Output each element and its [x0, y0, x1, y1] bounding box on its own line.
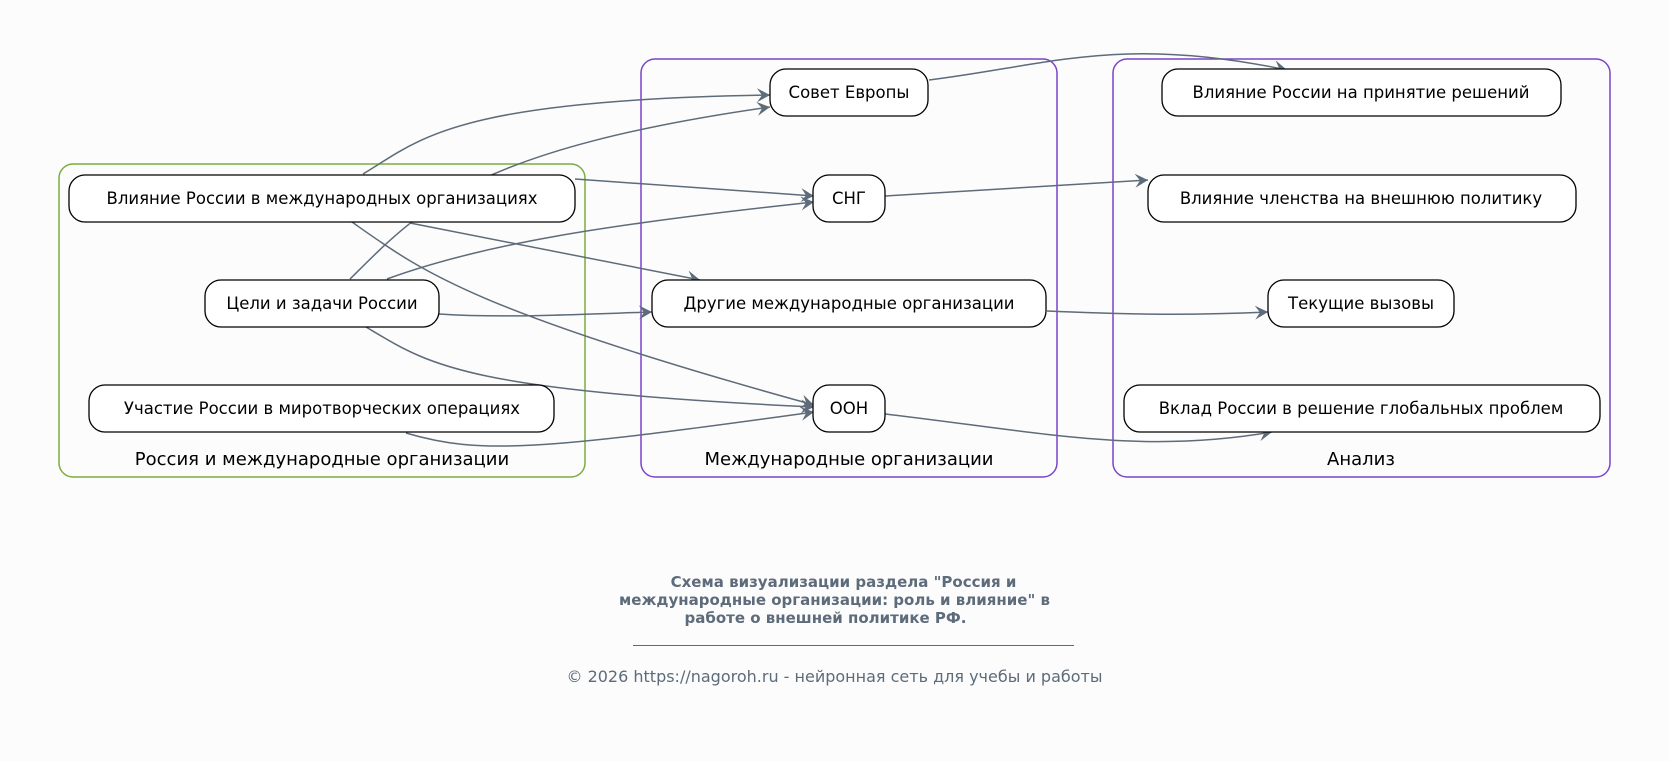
- cluster-orgs-label: Международные организации: [704, 449, 993, 470]
- edge-influence-to-coe: [362, 88, 771, 175]
- edge-influence-to-other: [409, 222, 701, 285]
- edge-influence-to-un: [351, 221, 815, 409]
- node-other-orgs[interactable]: Другие международные организации: [651, 279, 1047, 328]
- node-peacekeeping-label: Участие России в миротворческих операция…: [124, 399, 520, 418]
- node-coe-label: Совет Европы: [789, 83, 910, 102]
- cluster-analysis: Анализ: [1112, 58, 1611, 478]
- edge-influence-to-cis: [574, 178, 815, 203]
- edge-cis-to-membership: [884, 173, 1149, 197]
- node-global-contribution[interactable]: Вклад России в решение глобальных пробле…: [1123, 384, 1601, 433]
- edge-goals-to-cis: [386, 196, 815, 280]
- cluster-analysis-border: [1112, 58, 1611, 478]
- cluster-russia-label: Россия и международные организации: [135, 449, 509, 470]
- node-challenges-label: Текущие вызовы: [1287, 294, 1434, 313]
- node-coe[interactable]: Совет Европы: [769, 68, 929, 117]
- cluster-russia-border: [58, 163, 586, 478]
- diagram-canvas: Россия и международные организации Между…: [58, 52, 1611, 478]
- node-goals-label: Цели и задачи России: [226, 294, 417, 313]
- node-membership-influence-label: Влияние членства на внешнюю политику: [1180, 189, 1543, 208]
- edge-peacekeeping-to-un: [405, 406, 815, 447]
- edge-goals-to-other: [438, 305, 653, 320]
- copyright-text: © 2026 https://nagoroh.ru - нейронная се…: [566, 667, 1103, 686]
- node-decision-influence-label: Влияние России на принятие решений: [1193, 83, 1530, 102]
- caption-title-line-2: международные организации: роль и влияни…: [619, 591, 1050, 609]
- caption-divider: [633, 645, 1074, 646]
- edge-coe-to-decision: [928, 52, 1288, 81]
- edge-un-to-global: [884, 413, 1273, 443]
- node-peacekeeping[interactable]: Участие России в миротворческих операция…: [88, 384, 555, 433]
- caption-title-line-3: работе о внешней политике РФ.: [684, 609, 967, 627]
- node-un[interactable]: ООН: [812, 384, 886, 433]
- node-decision-influence[interactable]: Влияние России на принятие решений: [1161, 68, 1562, 117]
- node-influence-in-orgs[interactable]: Влияние России в международных организац…: [68, 174, 576, 223]
- cluster-analysis-label: Анализ: [1327, 449, 1395, 470]
- edge-other-to-challenges: [1046, 305, 1269, 320]
- edge-goals-to-un: [365, 326, 815, 414]
- node-other-orgs-label: Другие международные организации: [683, 294, 1014, 313]
- cluster-russia: Россия и международные организации: [58, 163, 586, 478]
- node-challenges[interactable]: Текущие вызовы: [1267, 279, 1455, 328]
- node-cis[interactable]: СНГ: [812, 174, 886, 223]
- node-cis-label: СНГ: [832, 189, 866, 208]
- node-global-contribution-label: Вклад России в решение глобальных пробле…: [1159, 399, 1564, 418]
- node-influence-in-orgs-label: Влияние России в международных организац…: [107, 189, 538, 208]
- caption-title-line-1: Схема визуализации раздела "Россия и: [670, 573, 1017, 591]
- node-goals[interactable]: Цели и задачи России: [204, 279, 440, 328]
- node-un-label: ООН: [830, 399, 868, 418]
- node-membership-influence[interactable]: Влияние членства на внешнюю политику: [1147, 174, 1577, 223]
- diagram-caption: Схема визуализации раздела "Россия и меж…: [0, 573, 1669, 627]
